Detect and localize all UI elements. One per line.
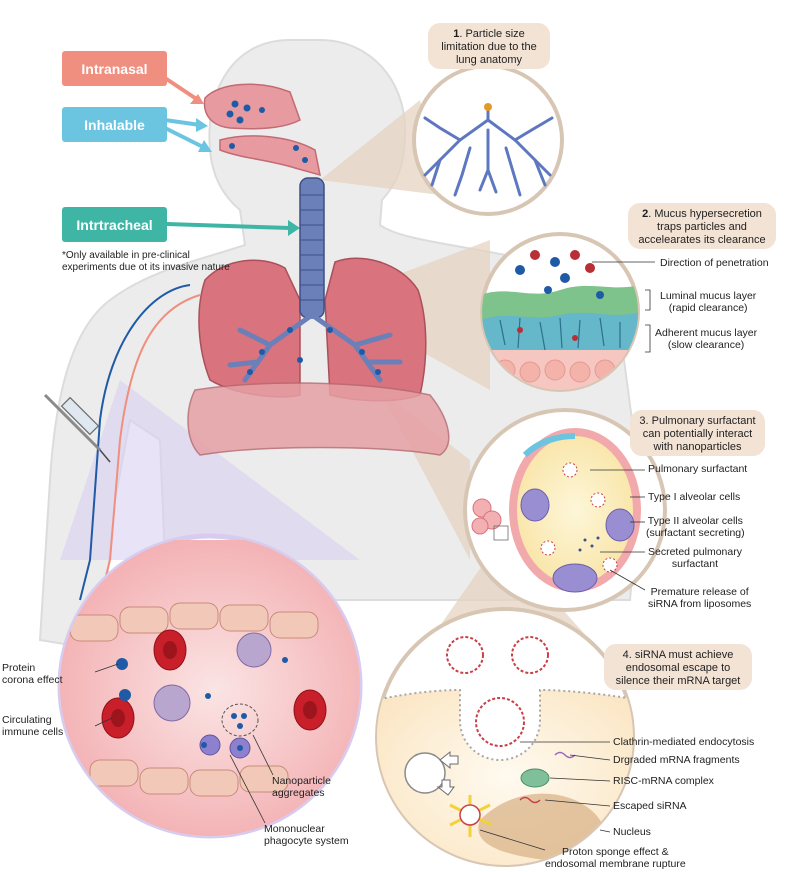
callout-surfactant: 3. Pulmonary surfactant can potentially …: [630, 410, 765, 456]
trachea: [227, 177, 403, 383]
callout-3-line1: 3. Pulmonary surfactant: [639, 415, 756, 427]
callout-3-line2: can potentially interact: [642, 428, 753, 440]
label-premature-release: Premature release of siRNA from liposome…: [648, 586, 751, 610]
label-mps-line1: Mononuclear: [264, 823, 325, 835]
label-protein-corona-line1: Protein: [2, 662, 36, 674]
label-premature-release-line1: Premature release of: [650, 586, 749, 598]
label-proton-sponge-line1: Proton sponge effect &: [562, 846, 669, 858]
intratracheal-note: *Only available in pre-clinical experime…: [62, 250, 232, 274]
nasal-cavity: [203, 83, 321, 177]
label-type2-cells: Type II alveolar cells (surfactant secre…: [646, 515, 745, 539]
callout-1-line2: limitation due to the: [441, 41, 537, 53]
intratracheal-note-line1: *Only available in pre-clinical: [62, 250, 190, 261]
intratracheal-note-line2: experiments due ot its invasive nature: [62, 262, 230, 273]
callout-1-number: 1: [453, 28, 460, 40]
label-degraded-mrna: Drgraded mRNA fragments: [613, 754, 740, 766]
label-adherent-mucus-line2: (slow clearance): [667, 339, 745, 351]
callout-2-line1: . Mucus hypersecretion: [648, 208, 762, 220]
label-immune-cells: Circulating immune cells: [2, 714, 63, 738]
label-secreted-surfactant: Secreted pulmonary surfactant: [648, 546, 742, 570]
label-risc-complex: RISC-mRNA complex: [613, 775, 714, 787]
inhalable-route-badge: Inhalable: [62, 107, 167, 142]
label-proton-sponge: Proton sponge effect & endosomal membran…: [545, 846, 686, 870]
label-type2-cells-line1: Type II alveolar cells: [647, 515, 743, 527]
alveolus-leader-lines: [590, 469, 646, 591]
callout-2-number: 2: [642, 208, 649, 220]
callout-mucus: 2. Mucus hypersecretion traps particles …: [628, 203, 776, 249]
blood-vessels: [79, 284, 201, 601]
label-protein-corona-line2: corona effect: [2, 674, 63, 686]
intratracheal-route-badge: Intrtracheal: [62, 207, 167, 242]
vessel-wedge: [60, 380, 360, 560]
label-immune-cells-line2: immune cells: [2, 726, 64, 738]
lungs: [187, 257, 450, 456]
endosome-arrows: [436, 750, 459, 796]
callout-4-line3: silence their mRNA target: [615, 675, 741, 687]
callout-endosomal-escape: 4. siRNA must achieve endosomal escape t…: [604, 644, 752, 690]
label-mps-line2: phagocyte system: [264, 835, 349, 847]
mucus-leader-lines: [592, 261, 655, 353]
callout-particle-size: 1. Particle size limitation due to the l…: [428, 23, 550, 69]
label-escaped-sirna: Escaped siRNA: [613, 800, 687, 812]
proton-sponge-burst-icon: [449, 795, 493, 837]
callout-2-line3: accelearates its clearance: [638, 234, 766, 246]
label-nanoparticle-aggregates: Nanoparticle aggregates: [272, 775, 331, 799]
label-proton-sponge-line2: endosomal membrane rupture: [545, 858, 686, 870]
label-direction-penetration: Direction of penetration: [660, 257, 769, 269]
callout-1-line1: . Particle size: [459, 28, 525, 40]
label-luminal-mucus-line2: (rapid clearance): [668, 302, 748, 314]
label-immune-cells-line1: Circulating: [2, 714, 52, 726]
intranasal-route-badge: Intranasal: [62, 51, 167, 86]
label-premature-release-line2: siRNA from liposomes: [648, 598, 752, 610]
callout-4-line2: endosomal escape to: [625, 662, 731, 674]
label-type1-cells: Type I alveolar cells: [648, 491, 741, 503]
label-secreted-surfactant-line2: surfactant: [671, 558, 719, 570]
label-clathrin: Clathrin-mediated endocytosis: [613, 736, 755, 748]
syringe-icon: [43, 393, 111, 463]
bronchial-tree-inset: [412, 64, 564, 216]
vessel-leader-lines: [94, 663, 274, 824]
callout-1-line3: lung anatomy: [455, 54, 523, 66]
label-adherent-mucus-line1: Adherent mucus layer: [655, 327, 758, 339]
label-type2-cells-line2: (surfactant secreting): [646, 527, 745, 539]
label-pulmonary-surfactant: Pulmonary surfactant: [648, 463, 748, 475]
alveolar-sac-icon: [471, 498, 509, 541]
cell-inset: [375, 607, 635, 867]
callout-4-line1: 4. siRNA must achieve: [622, 649, 734, 661]
label-mps: Mononuclear phagocyte system: [264, 823, 349, 847]
cell-leader-lines: [479, 741, 611, 851]
label-luminal-mucus-line1: Luminal mucus layer: [660, 290, 757, 302]
label-nucleus: Nucleus: [613, 826, 651, 838]
label-aggregates-line2: aggregates: [272, 787, 325, 799]
route-arrows: [163, 76, 300, 236]
callout-3-line3: with nanoparticles: [653, 441, 742, 453]
label-aggregates-line1: Nanoparticle: [272, 775, 331, 787]
vessel-inset: [57, 533, 363, 839]
label-secreted-surfactant-line1: Secreted pulmonary: [648, 546, 742, 558]
callout-2-line2: traps particles and: [657, 221, 747, 233]
alveolus-inset: [463, 408, 667, 612]
label-luminal-mucus: Luminal mucus layer (rapid clearance): [660, 290, 756, 314]
label-adherent-mucus: Adherent mucus layer (slow clearance): [655, 327, 757, 351]
label-protein-corona: Protein corona effect: [2, 662, 63, 686]
